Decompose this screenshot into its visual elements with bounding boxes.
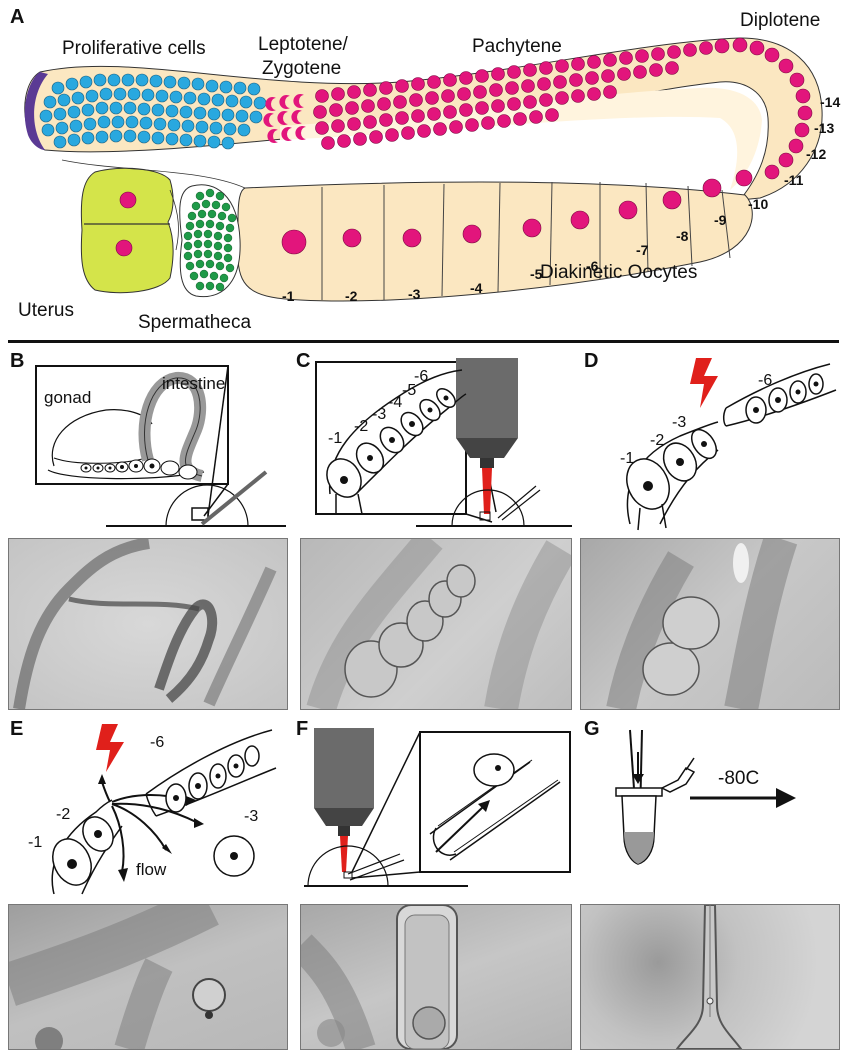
intestine-label: intestine <box>162 374 225 394</box>
cell-label: -3 <box>672 414 686 432</box>
cell-label: -2 <box>56 806 70 824</box>
proliferative-cells-label: Proliferative cells <box>62 38 206 60</box>
cell-label: -6 <box>758 372 772 390</box>
oocyte-number: -12 <box>806 146 826 162</box>
zygotene-label: Zygotene <box>262 58 341 80</box>
oocyte-number: -6 <box>586 258 598 274</box>
panel-b-label: B <box>10 350 24 373</box>
panel-b-micrograph <box>8 538 288 710</box>
panel-g-label: G <box>584 718 600 741</box>
section-divider <box>8 340 839 343</box>
pachytene-label: Pachytene <box>472 36 562 58</box>
cell-label: -2 <box>354 418 368 436</box>
arrow-right-icon <box>776 788 796 808</box>
diplotene-label: Diplotene <box>740 10 820 32</box>
cell-label: -6 <box>414 368 428 386</box>
cell-label: -1 <box>28 834 42 852</box>
spermatheca-label: Spermatheca <box>138 312 251 334</box>
oocyte-number: -9 <box>714 212 726 228</box>
panel-e-micrograph <box>8 904 288 1050</box>
cell-label: -3 <box>372 406 386 424</box>
panel-d-diagram <box>590 354 840 534</box>
oocyte-number: -11 <box>784 172 803 188</box>
cell-label: -4 <box>388 394 402 412</box>
laser-bolt-icon <box>96 724 124 772</box>
oocyte-number: -13 <box>814 120 834 136</box>
oocyte-number: -14 <box>820 94 840 110</box>
oocyte-number: -3 <box>408 286 420 302</box>
panel-f-diagram <box>300 722 576 902</box>
laser-bolt-icon <box>690 358 718 408</box>
uterus-label: Uterus <box>18 300 74 322</box>
panel-c-micrograph <box>300 538 572 710</box>
cell-label: -2 <box>650 432 664 450</box>
panel-b-diagram <box>26 354 286 530</box>
cell-label: -1 <box>620 450 634 468</box>
cell-label: -6 <box>150 734 164 752</box>
oocyte-number: -4 <box>470 280 482 296</box>
uterus-outline <box>81 168 173 292</box>
cell-label: -3 <box>244 808 258 826</box>
oocyte-number: -5 <box>530 266 542 282</box>
leptotene-label: Leptotene/ <box>258 34 348 56</box>
cell-label: -1 <box>328 430 342 448</box>
oocyte-number: -2 <box>345 288 357 304</box>
embryo-nucleus <box>116 240 132 256</box>
gonad-label: gonad <box>44 388 91 408</box>
panel-d-micrograph <box>580 538 840 710</box>
panel-f-micrograph <box>300 904 572 1050</box>
panel-e-label: E <box>10 718 23 741</box>
oocyte-number: -7 <box>636 242 648 258</box>
panel-g-micrograph <box>580 904 840 1050</box>
panel-g-diagram <box>600 722 840 892</box>
flow-label: flow <box>136 860 166 880</box>
diakinetic-oocytes-label: Diakinetic Oocytes <box>540 262 697 284</box>
oocyte-number: -8 <box>676 228 688 244</box>
oocyte-number: -1 <box>282 288 294 304</box>
temperature-label: -80C <box>718 768 759 790</box>
oocyte-number: -10 <box>748 196 768 212</box>
embryo-nucleus <box>120 192 136 208</box>
